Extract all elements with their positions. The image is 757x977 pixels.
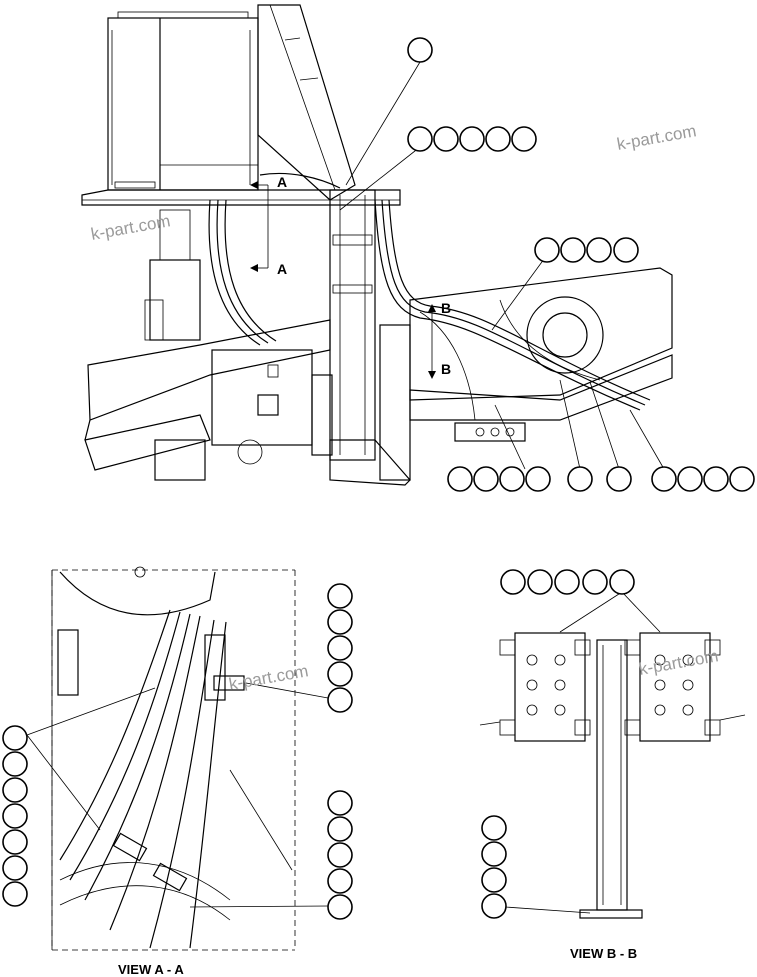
callout-balloon [703, 466, 729, 492]
callout-balloon [2, 855, 28, 881]
section-label-a-top: A [277, 174, 287, 190]
control-cabinet [107, 11, 259, 191]
section-label-b-bottom: B [441, 361, 451, 377]
air-duct [257, 4, 356, 201]
callout-balloon [511, 126, 537, 152]
callout-balloon [327, 816, 353, 842]
view-b-title: VIEW B - B [570, 946, 637, 961]
callout-balloon [586, 237, 612, 263]
deck-plate [81, 189, 401, 206]
callout-balloon [327, 583, 353, 609]
main-leaders [339, 61, 665, 470]
view-a-detail: VIEW A - A [2, 566, 353, 977]
motor-box [211, 349, 333, 465]
callout-balloon [481, 841, 507, 867]
callout-balloon [729, 466, 755, 492]
callout-balloon [609, 569, 635, 595]
view-a-title: VIEW A - A [118, 962, 184, 977]
callout-balloon [606, 466, 632, 492]
view-a-leaders [26, 682, 329, 908]
callout-balloon [327, 790, 353, 816]
section-marker-b: B B [428, 300, 451, 379]
frame-right-arm [409, 267, 673, 442]
callout-balloon [651, 466, 677, 492]
callout-balloon [613, 237, 639, 263]
callout-balloon [481, 815, 507, 841]
view-a-callouts [2, 583, 353, 920]
callout-balloon [2, 777, 28, 803]
callout-balloon [534, 237, 560, 263]
callout-balloon [447, 466, 473, 492]
callout-balloon [2, 751, 28, 777]
section-marker-a: A A [250, 174, 287, 277]
watermark-text: k-part.com [615, 121, 697, 154]
callout-balloon [499, 466, 525, 492]
callout-balloon [327, 842, 353, 868]
callout-balloon [433, 126, 459, 152]
callout-balloon [327, 894, 353, 920]
watermark-text: k-part.com [637, 646, 719, 679]
section-label-b-top: B [441, 300, 451, 316]
callout-balloon [459, 126, 485, 152]
callout-balloon [407, 126, 433, 152]
callout-balloon [2, 881, 28, 907]
callout-balloon [327, 868, 353, 894]
callout-balloon [2, 829, 28, 855]
clamp-block-left [499, 632, 591, 742]
callout-balloon [481, 893, 507, 919]
callout-balloon [327, 661, 353, 687]
callout-balloon [560, 237, 586, 263]
callout-balloon [473, 466, 499, 492]
callout-balloon [567, 466, 593, 492]
main-callouts [407, 37, 755, 492]
callout-balloon [554, 569, 580, 595]
callout-balloon [327, 635, 353, 661]
frame-left-arm [84, 209, 331, 481]
section-label-a-bottom: A [277, 261, 287, 277]
callout-balloon [327, 609, 353, 635]
callout-balloon [327, 687, 353, 713]
callout-balloon [2, 803, 28, 829]
callout-balloon [485, 126, 511, 152]
clamp-block-right [624, 632, 721, 742]
callout-balloon [677, 466, 703, 492]
vertical-column [329, 189, 411, 486]
watermarks: k-part.com k-part.com k-part.com k-part.… [89, 121, 719, 694]
callout-balloon [500, 569, 526, 595]
callout-balloon [527, 569, 553, 595]
callout-balloon [582, 569, 608, 595]
main-assembly: A A B B [81, 4, 755, 492]
watermark-text: k-part.com [227, 661, 309, 694]
view-b-detail: VIEW B - B [479, 569, 746, 961]
wire-harness [208, 172, 651, 421]
callout-balloon [407, 37, 433, 63]
view-b-callouts [481, 569, 635, 919]
callout-balloon [2, 725, 28, 751]
callout-balloon [481, 867, 507, 893]
watermark-text: k-part.com [89, 211, 171, 244]
view-b-leaders [504, 591, 661, 914]
callout-balloon [525, 466, 551, 492]
